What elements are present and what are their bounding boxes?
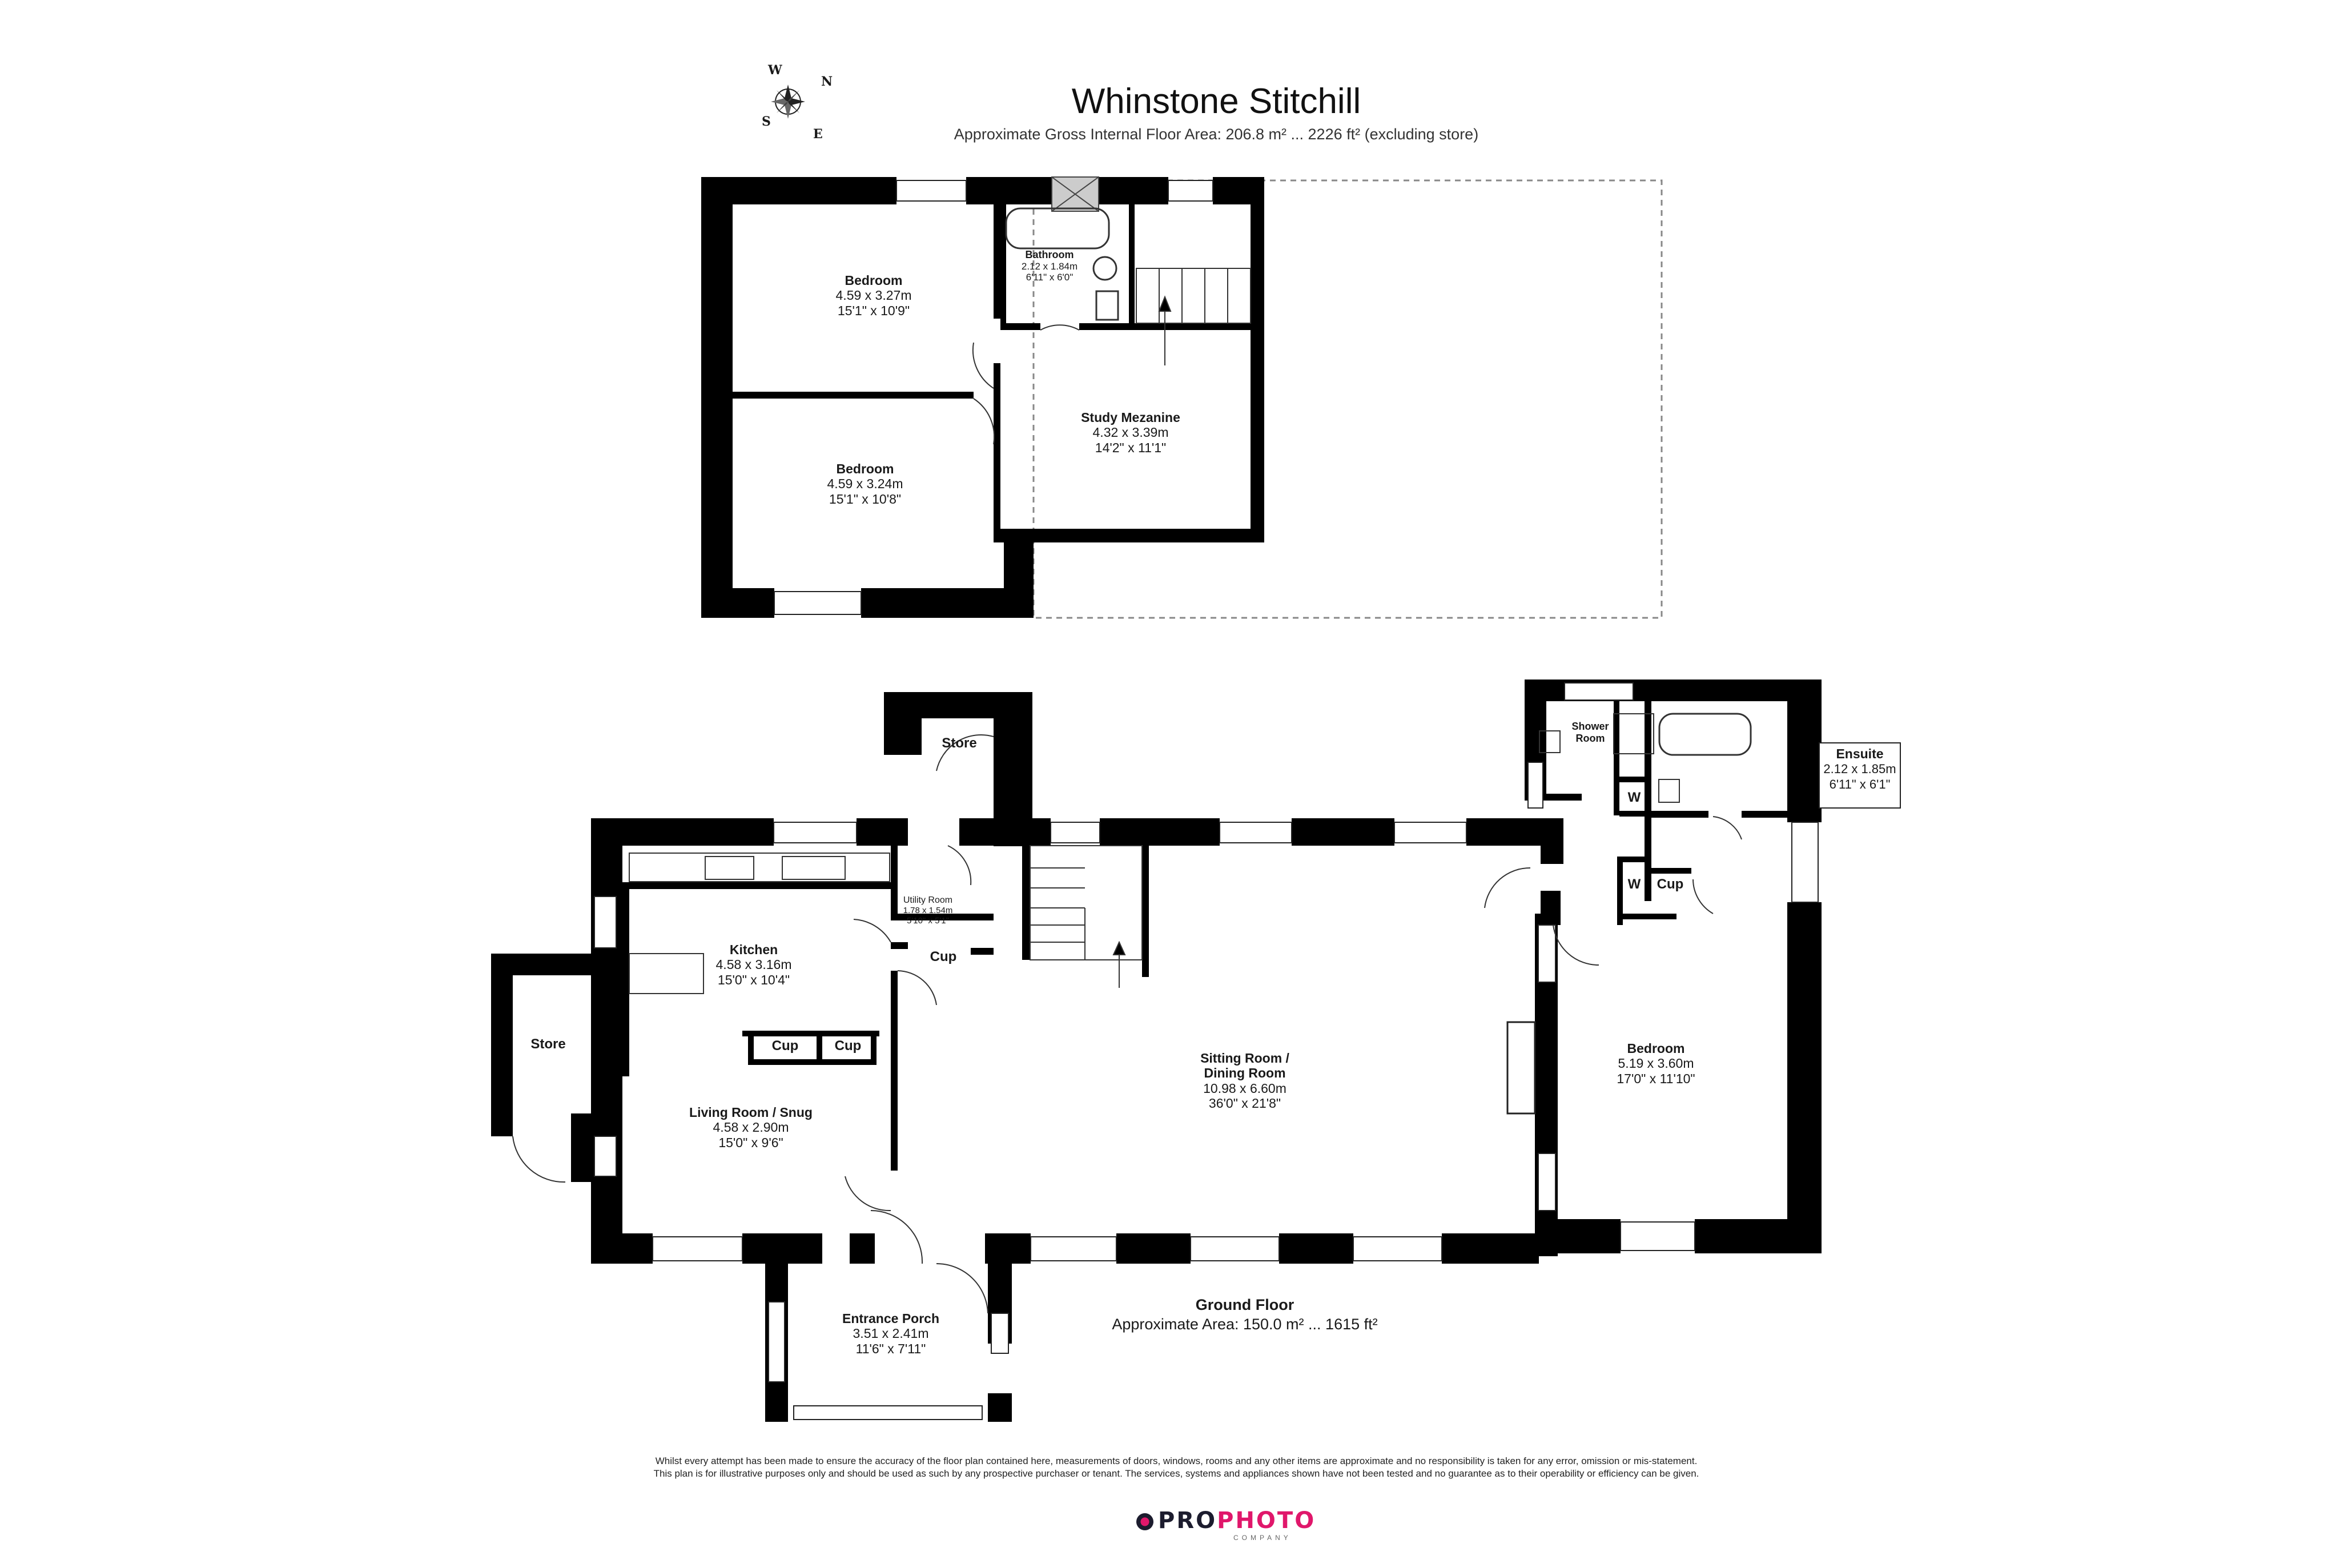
compass-s: S xyxy=(762,114,771,129)
logo-subtitle: COMPANY xyxy=(1233,1534,1292,1542)
wardrobe-label-1: W xyxy=(1627,790,1641,805)
cupboard-label-right: Cup xyxy=(834,1038,862,1054)
cupboard-label-left: Cup xyxy=(771,1038,799,1054)
camera-icon xyxy=(1136,1513,1153,1530)
compass-w: W xyxy=(768,63,782,78)
cupboard-label-utility: Cup xyxy=(930,949,957,964)
disclaimer: Whilst every attempt has been made to en… xyxy=(653,1456,1699,1479)
store-label-left: Store xyxy=(530,1036,566,1052)
ground-floor-area: Approximate Area: 150.0 m² ... 1615 ft² xyxy=(1112,1316,1378,1333)
plan-title: Whinstone Stitchill xyxy=(1071,82,1361,121)
room-label-shower-room: Shower Room xyxy=(1571,721,1609,744)
room-label-bedroom-ground: Bedroom 5.19 x 3.60m 17'0" x 11'10" xyxy=(1617,1041,1695,1086)
room-label-living-room: Living Room / Snug 4.58 x 2.90m 15'0" x … xyxy=(689,1105,813,1150)
company-logo: PROPHOTO xyxy=(1136,1507,1316,1534)
room-label-entrance-porch: Entrance Porch 3.51 x 2.41m 11'6" x 7'11… xyxy=(842,1311,939,1356)
room-label-bedroom-1: Bedroom 4.59 x 3.27m 15'1" x 10'9" xyxy=(835,273,912,318)
cupboard-label-bedroom: Cup xyxy=(1657,877,1684,892)
store-label-top: Store xyxy=(942,735,977,751)
room-label-bedroom-2: Bedroom 4.59 x 3.24m 15'1" x 10'8" xyxy=(827,461,903,506)
compass-n: N xyxy=(821,74,833,89)
compass-e: E xyxy=(813,127,823,142)
room-label-study-mezanine: Study Mezanine 4.32 x 3.39m 14'2" x 11'1… xyxy=(1081,410,1180,455)
ground-floor-plan xyxy=(491,680,1822,1422)
wardrobe-label-2: W xyxy=(1627,877,1641,892)
room-label-utility: Utility Room 1.78 x 1.54m 5'10" x 5'1" xyxy=(903,895,953,926)
first-floor-plan xyxy=(701,176,1663,619)
room-label-bathroom: Bathroom 2.12 x 1.84m 6'11" x 6'0" xyxy=(1021,249,1078,283)
ensuite-callout: Ensuite 2.12 x 1.85m 6'11" x 6'1" xyxy=(1819,742,1901,809)
ground-floor-title: Ground Floor xyxy=(1195,1296,1294,1313)
room-label-kitchen: Kitchen 4.58 x 3.16m 15'0" x 10'4" xyxy=(715,942,792,987)
plan-subtitle: Approximate Gross Internal Floor Area: 2… xyxy=(954,126,1479,143)
room-label-sitting-room: Sitting Room / Dining Room 10.98 x 6.60m… xyxy=(1200,1051,1289,1111)
